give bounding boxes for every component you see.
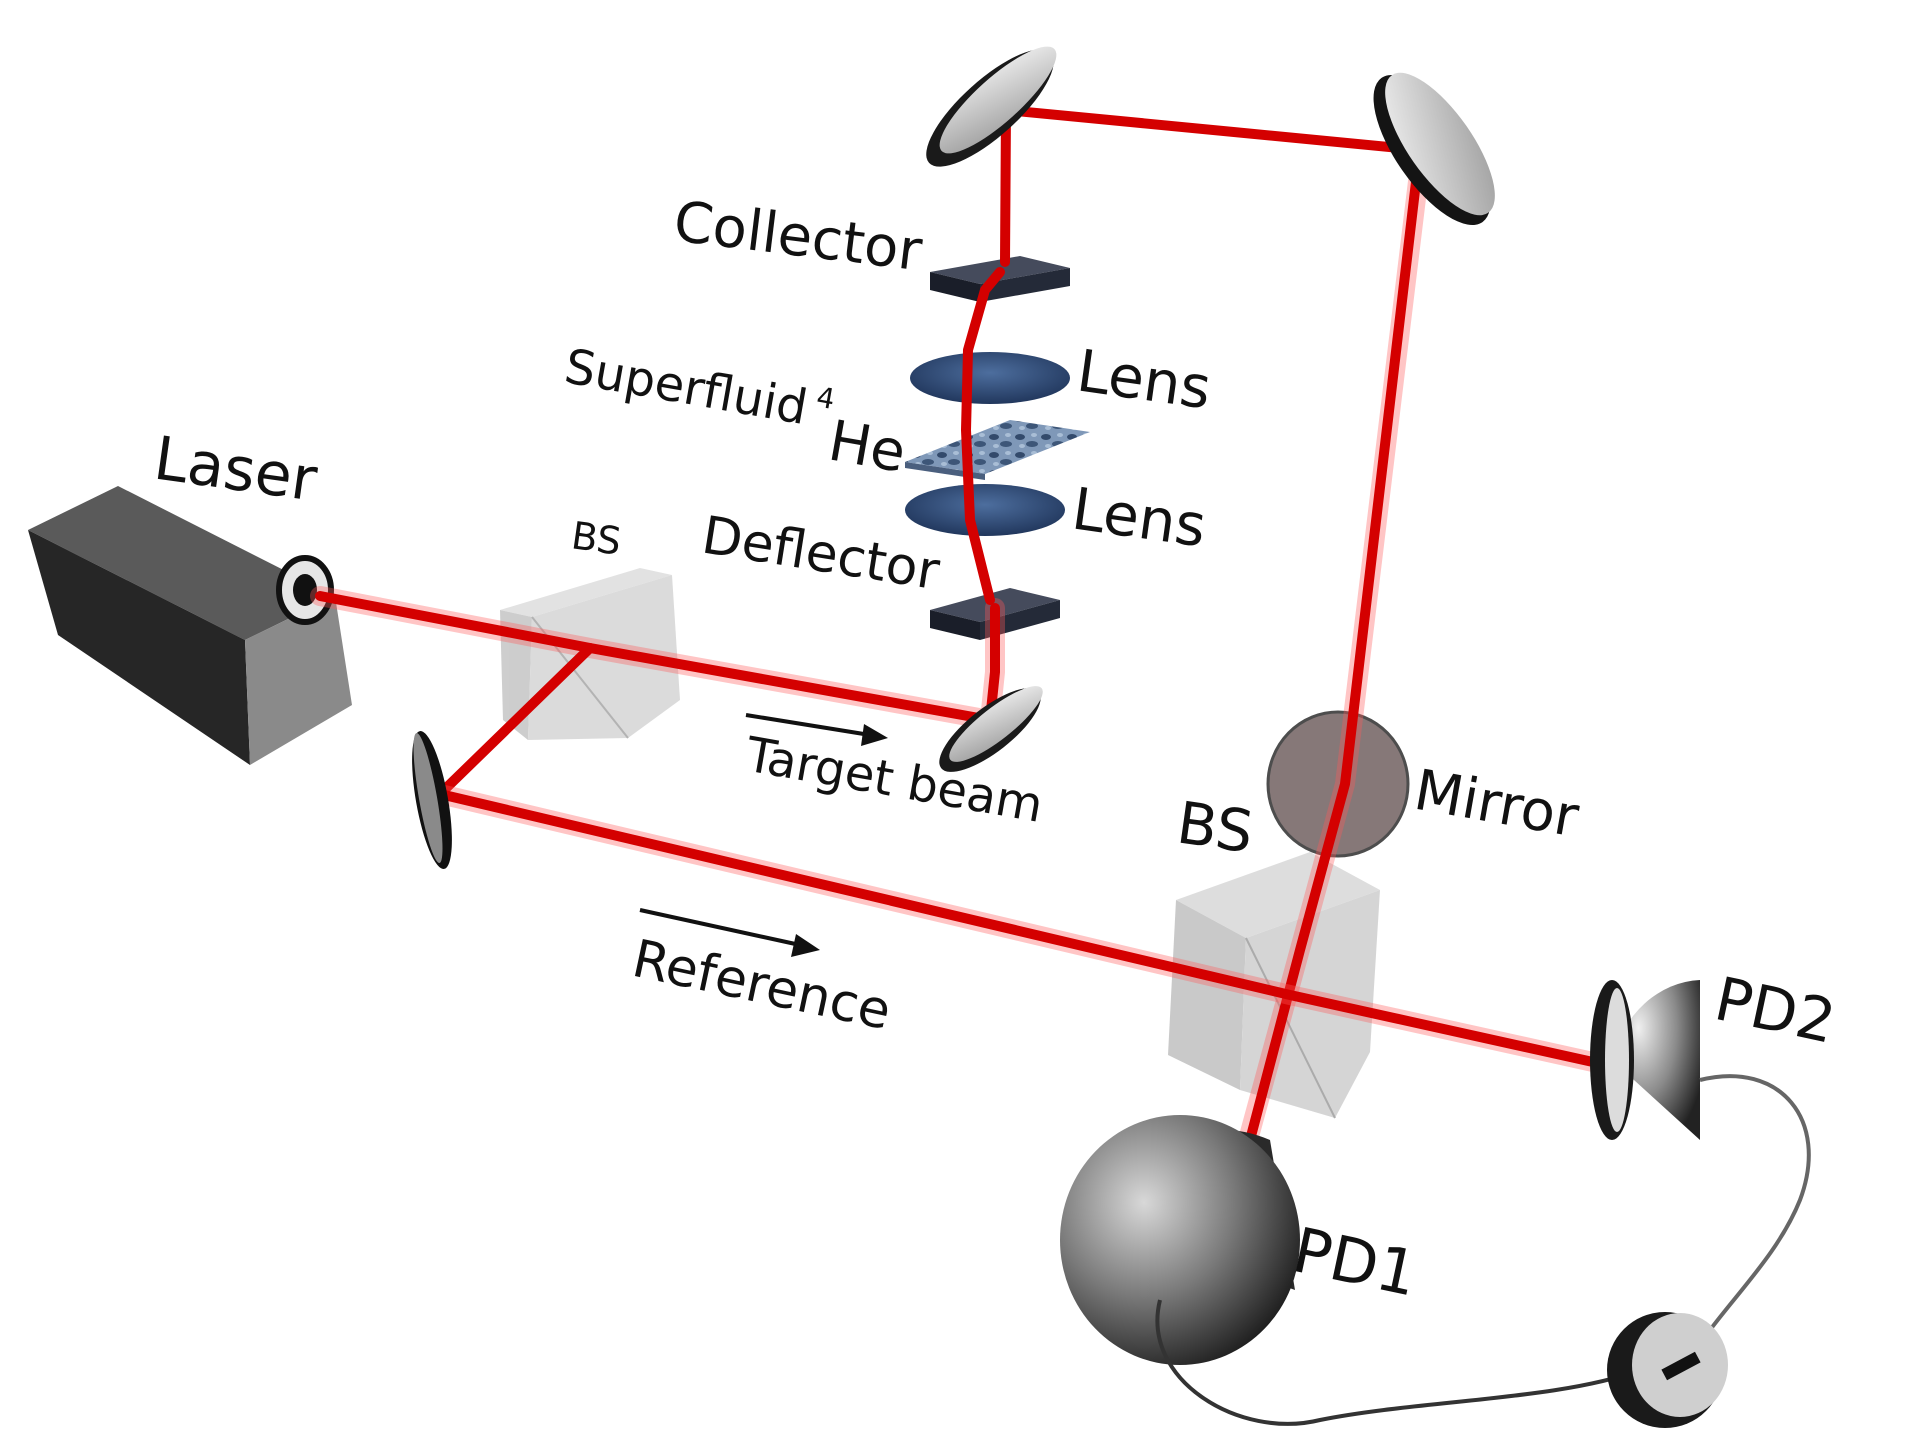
superfluid-helium-plate xyxy=(905,420,1090,480)
label-laser: Laser xyxy=(150,424,322,516)
photodiode-pd2 xyxy=(1590,980,1700,1140)
label-bs-right: BS xyxy=(1173,789,1257,867)
laser-box xyxy=(28,486,352,765)
label-superfluid: Superfluid xyxy=(560,338,811,436)
lens-bottom xyxy=(905,484,1065,536)
label-deflector: Deflector xyxy=(698,506,944,603)
reference-arrow-icon xyxy=(639,908,820,957)
mirror-top-right xyxy=(1373,72,1495,225)
label-superfluid-sup: 4 xyxy=(814,380,837,416)
label-lens-bottom: Lens xyxy=(1068,475,1210,561)
lens-top xyxy=(910,352,1070,404)
mirror-reference xyxy=(412,731,452,869)
label-reference: Reference xyxy=(627,929,896,1042)
label-pd2: PD2 xyxy=(1709,964,1841,1058)
minus-icon xyxy=(1661,1351,1701,1381)
mirror-disc xyxy=(1266,710,1410,858)
target-beam-arrow-icon xyxy=(745,713,888,746)
photodiode-pd1 xyxy=(1060,1115,1300,1365)
label-superfluid-he: He xyxy=(824,409,911,486)
difference-meter xyxy=(1607,1312,1728,1428)
label-pd1: PD1 xyxy=(1287,1213,1424,1310)
label-superfluid-group: Superfluid 4 He xyxy=(560,338,911,486)
detector-cables xyxy=(1155,1074,1811,1426)
label-lens-top: Lens xyxy=(1073,337,1215,423)
mirror-deflector xyxy=(939,686,1043,772)
label-bs-left: BS xyxy=(569,513,624,563)
label-collector: Collector xyxy=(670,189,926,284)
mirror-top-left xyxy=(926,46,1057,167)
label-mirror: Mirror xyxy=(1410,758,1585,851)
